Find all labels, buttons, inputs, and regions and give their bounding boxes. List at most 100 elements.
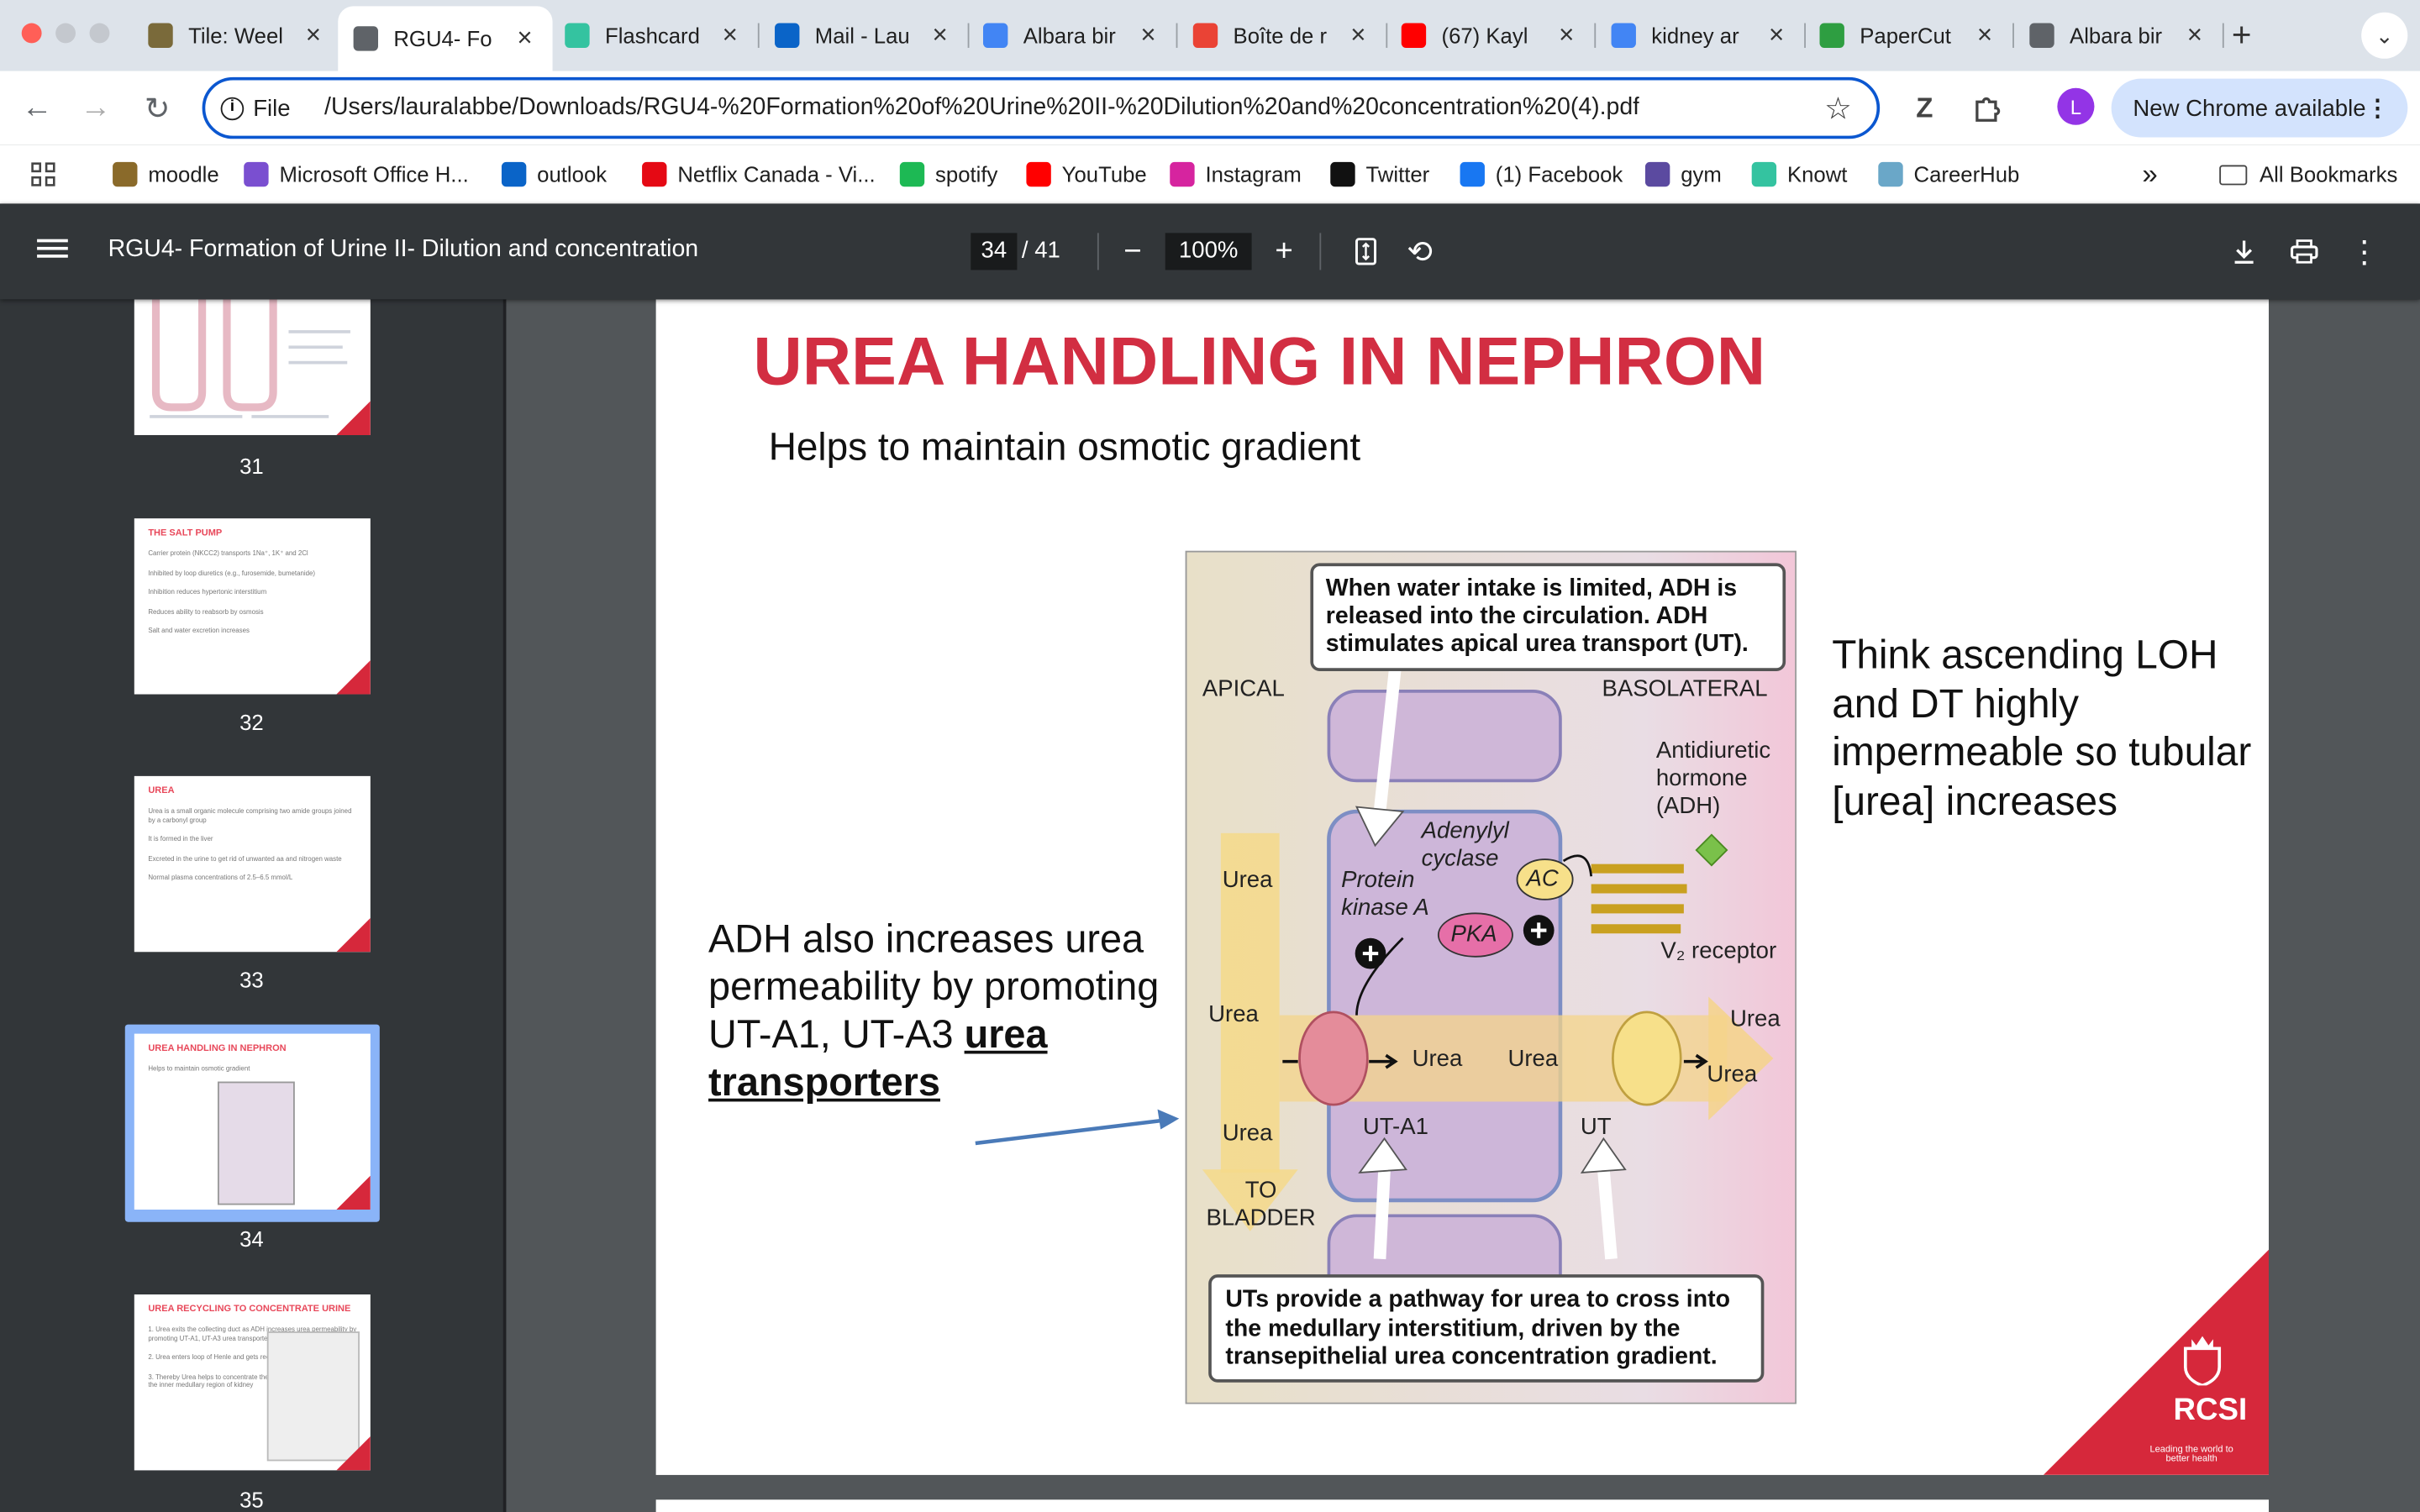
close-window-button[interactable] <box>21 23 42 44</box>
tab-close-icon[interactable]: × <box>1976 19 1993 50</box>
thumbnail-page-number: 33 <box>239 967 264 993</box>
tab-4[interactable]: Albara bir × <box>968 9 1176 61</box>
new-tab-button[interactable]: + <box>2231 15 2252 55</box>
bookmark-label: YouTube <box>1061 161 1147 187</box>
maximize-window-button[interactable] <box>89 23 110 44</box>
thumbnail-line: Salt and water excretion increases <box>148 627 250 635</box>
tab-close-icon[interactable]: × <box>1559 19 1575 50</box>
forward-arrow-icon[interactable]: → <box>80 90 112 124</box>
tab-3[interactable]: Mail - Lau× <box>760 9 968 61</box>
tab-close-icon[interactable]: × <box>1350 19 1366 50</box>
tab-5[interactable]: Boîte de r × <box>1177 9 1386 61</box>
bookmark-5[interactable]: YouTube <box>1026 159 1147 190</box>
bookmark-3[interactable]: Netflix Canada - Vi... <box>642 159 876 190</box>
bookmark-star-icon[interactable]: ☆ <box>1824 92 1853 127</box>
tab-separator <box>1594 23 1597 48</box>
tab-2[interactable]: Flashcard× <box>550 9 758 61</box>
urea-label-4: Urea <box>1507 1046 1559 1073</box>
print-icon[interactable] <box>2284 232 2324 272</box>
bookmarks-overflow-button[interactable]: » <box>2142 158 2158 189</box>
new-chrome-available-button[interactable]: New Chrome available ⋮ <box>2111 78 2408 138</box>
tab-6[interactable]: (67) Kayl× <box>1386 9 1594 61</box>
tab-title: Albara bir <box>1023 23 1116 48</box>
rcsi-logo: RCSI <box>2173 1393 2248 1427</box>
tab-close-icon[interactable]: × <box>305 19 321 50</box>
thumbnail-figure <box>217 1081 295 1205</box>
download-icon[interactable] <box>2224 232 2265 272</box>
bookmark-7[interactable]: Twitter <box>1330 159 1429 190</box>
tab-search-chevron-icon[interactable]: ⌄ <box>2361 12 2408 59</box>
info-icon[interactable]: i <box>220 96 245 120</box>
bookmark-2[interactable]: outlook <box>501 159 607 190</box>
zoom-input[interactable]: 100% <box>1165 233 1252 270</box>
top-callout: When water intake is limited, ADH is rel… <box>1310 563 1786 671</box>
tab-7[interactable]: kidney ar× <box>1596 9 1804 61</box>
bookmark-11[interactable]: CareerHub <box>1878 159 2019 190</box>
reload-icon[interactable]: ↻ <box>144 92 171 126</box>
ut-label: UT <box>1580 1114 1612 1141</box>
zoom-in-button[interactable]: + <box>1275 234 1293 268</box>
more-options-icon[interactable]: ⋮ <box>2349 235 2381 270</box>
ut-transporter <box>1612 1011 1682 1106</box>
tab-separator <box>967 23 970 48</box>
facebook-icon <box>1460 161 1485 187</box>
sidebar-divider[interactable] <box>502 299 507 1512</box>
tab-title: Boîte de r <box>1233 23 1328 48</box>
rcsi-tagline: Leading the world to better health <box>2149 1445 2233 1465</box>
v2-receptor-coil <box>1591 864 1687 934</box>
tab-close-icon[interactable]: × <box>722 19 738 50</box>
thumbnail-line: It is formed in the liver <box>148 834 213 843</box>
more-vertical-icon[interactable]: ⋮ <box>2365 95 2390 123</box>
tab-0[interactable]: Tile: Weel× <box>133 9 341 61</box>
divider <box>1319 233 1322 270</box>
bookmark-label: gym <box>1681 161 1722 187</box>
update-label: New Chrome available <box>2133 94 2366 122</box>
rotate-icon[interactable]: ⟲ <box>1407 235 1434 270</box>
extensions-puzzle-icon[interactable] <box>1968 90 2005 127</box>
address-bar[interactable]: i File /Users/lauralabbe/Downloads/RGU4-… <box>202 76 1881 139</box>
tab-8[interactable]: PaperCut× <box>1804 9 2012 61</box>
all-bookmarks-button[interactable]: All Bookmarks <box>2219 159 2397 190</box>
menu-hamburger-icon[interactable] <box>37 234 68 265</box>
zoom-out-button[interactable]: − <box>1123 234 1142 268</box>
tab-close-icon[interactable]: × <box>1140 19 1156 50</box>
back-arrow-icon[interactable]: ← <box>21 90 53 124</box>
flow-arrow-down <box>1202 1169 1298 1231</box>
bookmark-8[interactable]: (1) Facebook <box>1460 159 1623 190</box>
bookmark-6[interactable]: Instagram <box>1170 159 1302 190</box>
cell-top <box>1327 690 1562 783</box>
tab-close-icon[interactable]: × <box>1768 19 1785 50</box>
tab-1[interactable]: RGU4- Fo× <box>338 6 553 71</box>
page-thumbnail-31[interactable] <box>134 299 371 435</box>
slide-title: UREA HANDLING IN NEPHRON <box>753 323 1766 400</box>
pka-enzyme <box>1437 912 1513 958</box>
slide-left-body: ADH also increases urea permeability by … <box>708 917 1160 1058</box>
minimize-window-button[interactable] <box>55 23 76 44</box>
page-number-input[interactable]: 34 <box>971 233 1018 270</box>
thumbnail-line: 1. Urea exits the collecting duct as ADH… <box>148 1325 357 1342</box>
bookmark-0[interactable]: moodle <box>113 159 219 190</box>
fit-to-page-icon[interactable] <box>1346 232 1386 272</box>
instagram-icon <box>1170 161 1195 187</box>
rcsi-favicon-icon <box>148 23 173 48</box>
apps-grid-icon[interactable] <box>31 159 55 190</box>
callout-arrow-up-2 <box>1580 1137 1627 1173</box>
address-url[interactable]: /Users/lauralabbe/Downloads/RGU4-%20Form… <box>324 94 1640 121</box>
profile-avatar[interactable]: L <box>2057 87 2095 125</box>
tab-close-icon[interactable]: × <box>517 23 533 53</box>
bookmark-10[interactable]: Knowt <box>1751 159 1847 190</box>
tab-9[interactable]: Albara bir× <box>2014 9 2223 61</box>
urea-label-3: Urea <box>1412 1046 1463 1073</box>
knowt-icon <box>565 23 590 48</box>
zotero-extension-icon[interactable]: Z <box>1916 92 1933 123</box>
bookmark-1[interactable]: Microsoft Office H... <box>244 159 469 190</box>
tab-close-icon[interactable]: × <box>2186 19 2202 50</box>
bookmark-9[interactable]: gym <box>1644 159 1722 190</box>
outlook-icon <box>501 161 527 187</box>
tab-close-icon[interactable]: × <box>932 19 948 50</box>
bookmark-4[interactable]: spotify <box>899 159 997 190</box>
